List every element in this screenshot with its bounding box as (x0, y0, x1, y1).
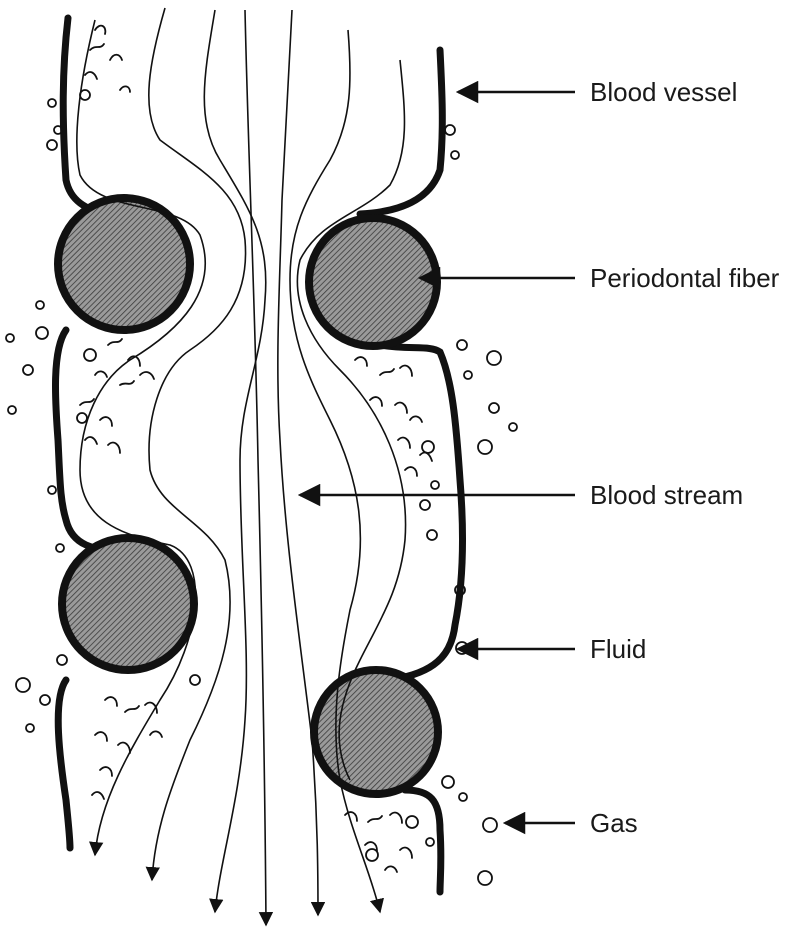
label-gas: Gas (590, 808, 638, 838)
label-fluid: Fluid (590, 634, 646, 664)
label-periodontal-fiber: Periodontal fiber (590, 263, 780, 293)
periodontal-fiber-left-upper (54, 194, 194, 334)
gas-bubbles (5, 89, 518, 886)
left-vessel-wall (52, 14, 124, 852)
blood-stream-lines (76, 7, 407, 927)
label-blood-vessel: Blood vessel (590, 77, 737, 107)
right-vessel-wall (356, 46, 467, 896)
periodontal-fiber-right-upper (305, 214, 441, 350)
periodontal-fiber-right-lower (310, 666, 442, 798)
periodontal-fiber-left-lower (58, 534, 198, 674)
label-blood-stream: Blood stream (590, 480, 743, 510)
label-pointers (297, 80, 575, 835)
periodontal-fibers (54, 194, 442, 798)
fluid-squiggles (79, 24, 433, 873)
